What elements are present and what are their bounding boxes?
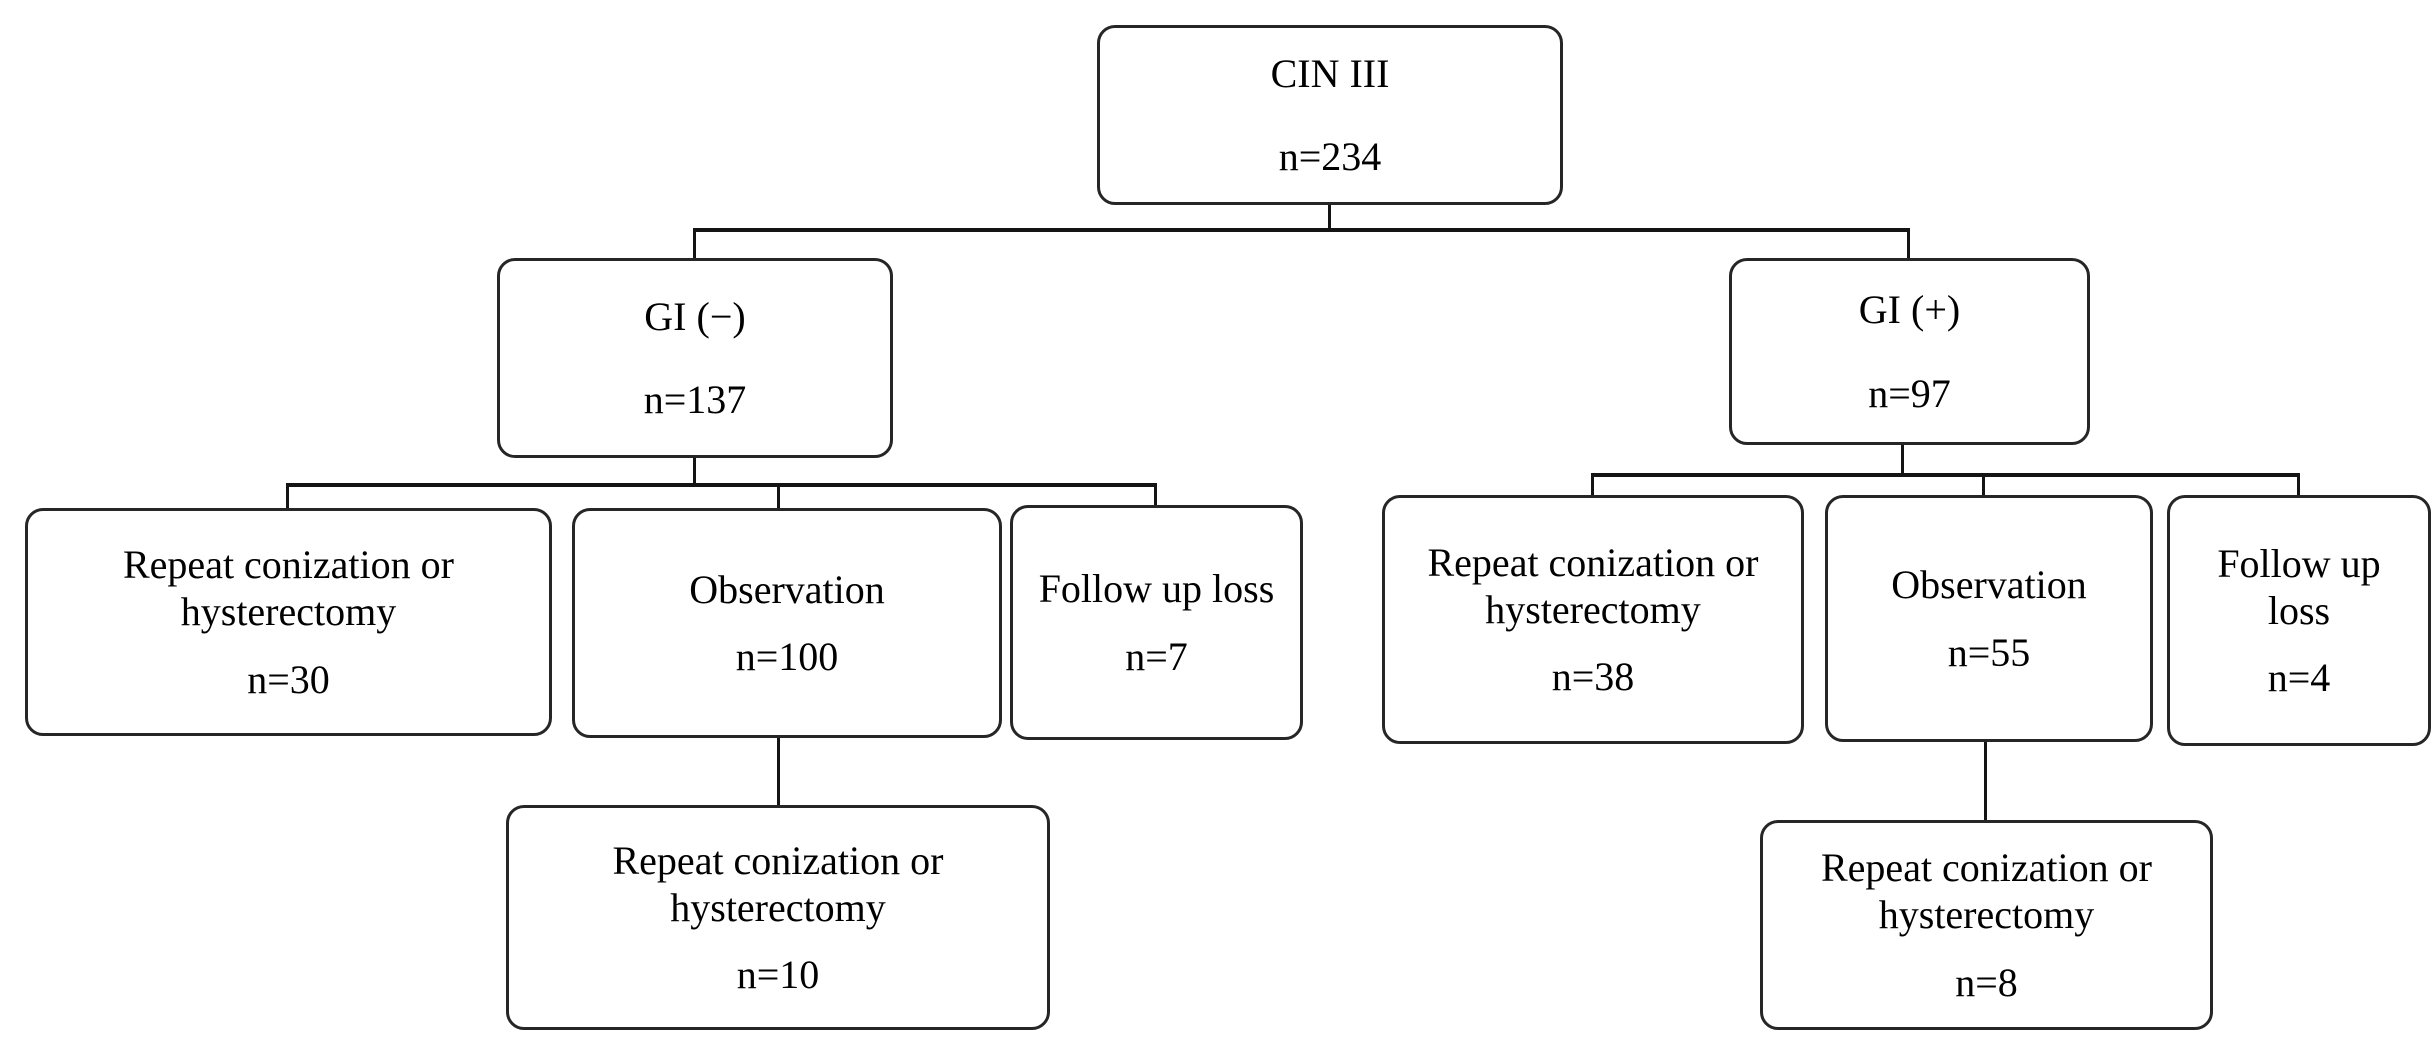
node-neg-followup-loss: Follow up loss n=7 — [1010, 505, 1303, 740]
node-neg-observation-label: Observation — [689, 566, 885, 612]
node-pos-observation: Observation n=55 — [1825, 495, 2153, 742]
connector-neg-repeat-top — [286, 483, 289, 511]
node-pos-followup-loss: Follow up loss n=4 — [2167, 495, 2431, 746]
connector-neg-followup-top — [1154, 483, 1157, 508]
node-gi-negative: GI (−) n=137 — [497, 258, 893, 458]
node-cin-iii-label: CIN III — [1270, 50, 1390, 96]
node-neg-repeat-conization-label: Repeat conization or hysterectomy — [123, 542, 454, 635]
node-pos-followup-loss-count: n=4 — [2267, 655, 2331, 701]
node-neg-observation-count: n=100 — [735, 634, 839, 679]
node-neg-obs-repeat-conization: Repeat conization or hysterectomy n=10 — [506, 805, 1050, 1030]
connector-neg-observation-top — [777, 483, 780, 511]
node-neg-repeat-conization-count: n=30 — [247, 656, 330, 702]
node-pos-obs-repeat-conization-count: n=8 — [1955, 959, 2018, 1005]
connector-gi-positive-top — [1907, 228, 1910, 261]
node-pos-observation-label: Observation — [1891, 562, 2087, 608]
node-pos-repeat-conization-label: Repeat conization or hysterectomy — [1427, 539, 1759, 632]
connector-gi-positive-down — [1901, 442, 1904, 477]
node-neg-obs-repeat-conization-label: Repeat conization or hysterectomy — [612, 837, 944, 930]
node-neg-repeat-conization: Repeat conization or hysterectomy n=30 — [25, 508, 552, 736]
node-neg-followup-loss-count: n=7 — [1125, 633, 1188, 679]
connector-root-down — [1328, 202, 1331, 232]
node-pos-repeat-conization-count: n=38 — [1551, 654, 1635, 700]
connector-gi-negative-top — [693, 228, 696, 261]
node-neg-followup-loss-label: Follow up loss — [1038, 566, 1275, 612]
node-gi-positive-count: n=97 — [1868, 370, 1951, 416]
node-cin-iii-count: n=234 — [1278, 134, 1382, 179]
connector-pos-observation-top — [1982, 473, 1985, 498]
connector-pos-repeat-top — [1591, 473, 1594, 498]
node-pos-obs-repeat-conization-label: Repeat conization or hysterectomy — [1821, 845, 2152, 938]
connector-pos-followup-top — [2297, 473, 2300, 498]
node-pos-obs-repeat-conization: Repeat conization or hysterectomy n=8 — [1760, 820, 2213, 1030]
node-gi-positive-label: GI (+) — [1858, 287, 1961, 333]
connector-bus-right — [1591, 473, 2300, 477]
connector-bus-left — [286, 483, 1157, 487]
node-cin-iii: CIN III n=234 — [1097, 25, 1563, 205]
connector-neg-observation-down — [777, 735, 780, 808]
node-pos-followup-loss-label: Follow up loss — [2217, 540, 2381, 633]
node-gi-positive: GI (+) n=97 — [1729, 258, 2090, 445]
node-neg-observation: Observation n=100 — [572, 508, 1002, 738]
connector-gi-negative-down — [693, 455, 696, 487]
connector-pos-observation-down — [1984, 739, 1987, 823]
node-pos-repeat-conization: Repeat conization or hysterectomy n=38 — [1382, 495, 1804, 744]
connector-bus-level1 — [693, 228, 1910, 232]
node-gi-negative-count: n=137 — [643, 377, 747, 422]
node-neg-obs-repeat-conization-count: n=10 — [736, 952, 820, 998]
node-pos-observation-count: n=55 — [1947, 629, 2031, 675]
node-gi-negative-label: GI (−) — [644, 293, 746, 339]
